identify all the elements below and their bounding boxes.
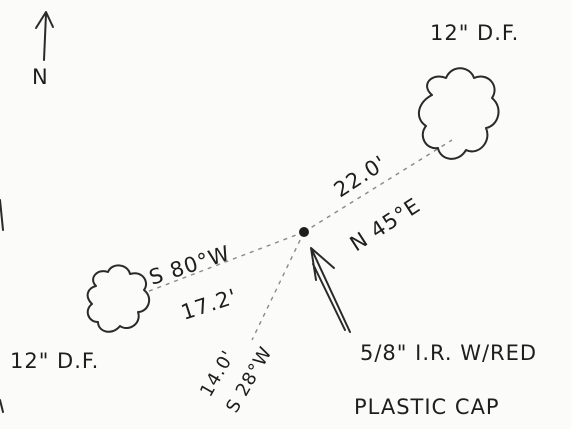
pointer-arrow-icon: [310, 247, 351, 333]
tree-w-icon: [86, 264, 151, 333]
tree-ne: 12" D.F.: [417, 21, 519, 160]
tree-ne-icon: [417, 67, 500, 160]
ne-distance-label: 22.0': [330, 151, 391, 202]
tree-ne-label: 12" D.F.: [430, 21, 519, 45]
monument-label: 5/8" I.R. W/RED PLASTIC CAP: [354, 341, 537, 419]
w-distance-label: 17.2': [178, 284, 240, 325]
tree-w: 12" D.F.: [10, 264, 151, 373]
north-label: N: [32, 65, 49, 89]
tie-line-w: [143, 231, 305, 294]
tie-line-ne: [303, 139, 453, 233]
tree-w-label: 12" D.F.: [10, 349, 99, 373]
monument-label-line1: 5/8" I.R. W/RED: [360, 341, 537, 365]
iron-rod-point: [299, 227, 309, 237]
edge-mark: [0, 199, 4, 413]
tie-line-sw: [251, 231, 305, 341]
w-bearing-label: S 80°W: [146, 241, 233, 290]
north-arrow: N: [32, 11, 54, 89]
ne-bearing-label: N 45°E: [346, 193, 425, 256]
monument-label-line2: PLASTIC CAP: [354, 395, 500, 419]
north-arrow-icon: [35, 11, 54, 61]
